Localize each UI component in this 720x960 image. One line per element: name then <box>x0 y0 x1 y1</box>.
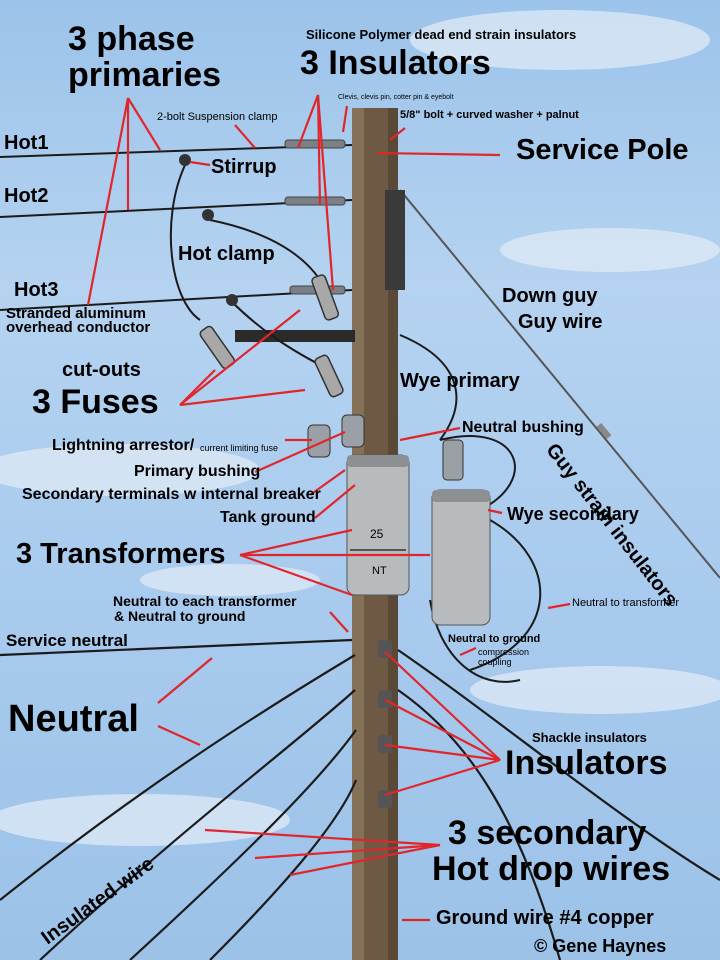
label-stranded-1: Stranded aluminum <box>6 305 147 322</box>
pointer-lines <box>86 94 571 922</box>
label-stirrup: Stirrup <box>211 156 277 178</box>
label-neutral-bushing: Neutral bushing <box>462 419 584 436</box>
label-wye-secondary: Wye secondary <box>507 504 639 524</box>
jumper-wires <box>169 164 542 683</box>
label-current-limiting: current limiting fuse <box>200 443 279 453</box>
tank-code: NT <box>372 565 387 577</box>
label-stranded-2: overhead conductor <box>6 319 151 336</box>
label-service-pole: Service Pole <box>516 134 689 166</box>
label-3-insulators: 3 Insulators <box>300 44 491 82</box>
hot-clamp <box>179 154 191 166</box>
label-wye-primary: Wye primary <box>400 370 520 392</box>
tank-number: 25 <box>370 527 384 541</box>
transformer-left <box>346 454 410 596</box>
label-compression: compression <box>478 647 530 657</box>
label-3-secondary: 3 secondary <box>448 814 647 852</box>
label-hot2: Hot2 <box>4 185 49 207</box>
label-insulators: Insulators <box>505 744 668 782</box>
label-silicone-insulators: Silicone Polymer dead end strain insulat… <box>306 27 577 42</box>
label-neutral-to-ground-2: & Neutral to ground <box>114 608 246 624</box>
label-primaries: primaries <box>68 56 222 94</box>
guy-strain-insulator <box>596 422 612 440</box>
label-guy-wire: Guy wire <box>518 311 603 333</box>
label-ground-wire: Ground wire #4 copper <box>436 907 654 929</box>
label-tank-ground: Tank ground <box>220 509 316 526</box>
clouds <box>0 10 720 846</box>
label-neutral-to-ground: Neutral to ground <box>448 633 541 645</box>
crossarm-bracket <box>385 190 405 290</box>
lightning-arrestors <box>307 414 365 458</box>
label-shackle-insulators: Shackle insulators <box>532 730 647 745</box>
label-service-neutral: Service neutral <box>6 631 128 650</box>
label-bolt: 5/8" bolt + curved washer + palnut <box>400 109 579 121</box>
copyright: © Gene Haynes <box>534 936 667 956</box>
label-neutral-each-transformer: Neutral to each transformer <box>113 593 297 609</box>
label-secondary-terminals: Secondary terminals w internal breaker <box>22 486 321 503</box>
fuse-cutouts <box>199 274 344 398</box>
fuse-crossarm <box>235 330 355 342</box>
stirrup-clamp <box>202 209 214 221</box>
label-hot1: Hot1 <box>4 132 49 154</box>
label-neutral-to-transformer: Neutral to transformer <box>572 597 679 609</box>
label-cut-outs: cut-outs <box>62 359 141 381</box>
label-3-fuses: 3 Fuses <box>32 383 159 421</box>
transformer-right <box>431 439 491 626</box>
guy-wire <box>399 189 720 579</box>
label-hot-drop-wires: Hot drop wires <box>432 850 671 888</box>
label-neutral: Neutral <box>8 698 139 740</box>
label-coupling: coupling <box>478 657 512 667</box>
label-clevis: Clevis, clevis pin, cotter pin & eyebolt <box>338 94 454 101</box>
label-hot3: Hot3 <box>14 279 59 301</box>
label-suspension-clamp: 2-bolt Suspension clamp <box>157 111 278 123</box>
secondary-wires <box>0 638 720 960</box>
strain-insulators <box>284 139 346 295</box>
label-primary-bushing: Primary bushing <box>134 463 261 480</box>
label-3-phase: 3 phase <box>68 20 195 58</box>
label-3-transformers: 3 Transformers <box>16 538 226 570</box>
label-hot-clamp: Hot clamp <box>178 243 275 265</box>
label-down-guy: Down guy <box>502 285 598 307</box>
suspension-clamp <box>226 294 238 306</box>
label-lightning-arrestor: Lightning arrestor/ <box>52 437 195 454</box>
